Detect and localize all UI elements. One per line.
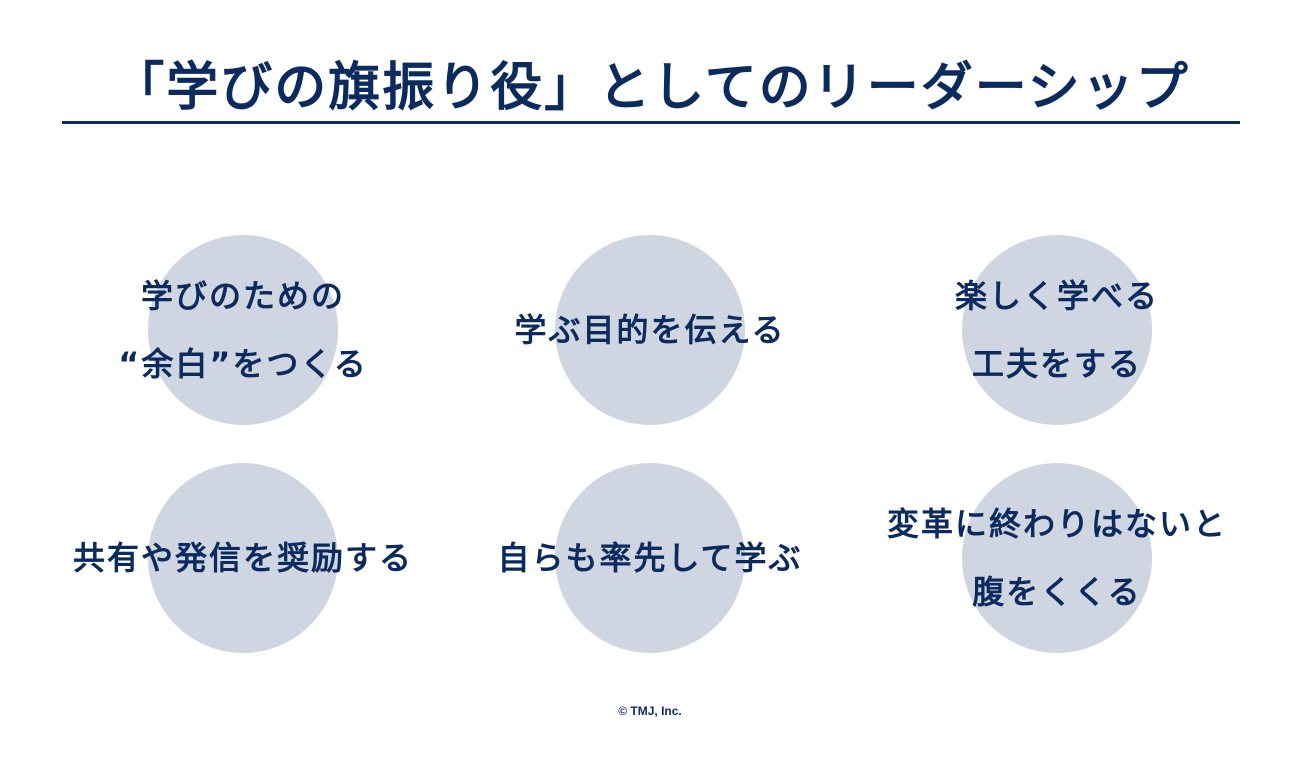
copyright: © TMJ, Inc. bbox=[618, 704, 682, 718]
leadership-item-1: 学びのための “余白”をつくる bbox=[43, 230, 443, 430]
leadership-item-2: 学ぶ目的を伝える bbox=[450, 230, 850, 430]
circle-decoration bbox=[555, 235, 745, 425]
title-underline bbox=[62, 121, 1240, 124]
slide-title: 「学びの旗振り役」としてのリーダーシップ bbox=[112, 58, 1190, 118]
leadership-item-4: 共有や発信を奨励する bbox=[43, 458, 443, 658]
circle-decoration bbox=[962, 235, 1152, 425]
item-label: 学びのための “余白”をつくる bbox=[118, 277, 368, 383]
leadership-item-6: 変革に終わりはないと 腹をくくる bbox=[857, 458, 1257, 658]
item-label: 共有や発信を奨励する bbox=[72, 539, 413, 577]
item-label: 楽しく学べる 工夫をする bbox=[954, 277, 1159, 383]
circle-decoration bbox=[148, 463, 338, 653]
item-label: 自らも率先して学ぶ bbox=[497, 539, 803, 577]
item-label: 学ぶ目的を伝える bbox=[514, 311, 786, 349]
item-label: 変革に終わりはないと 腹をくくる bbox=[886, 505, 1227, 611]
circle-decoration bbox=[962, 463, 1152, 653]
circle-decoration bbox=[148, 235, 338, 425]
leadership-item-5: 自らも率先して学ぶ bbox=[450, 458, 850, 658]
leadership-item-3: 楽しく学べる 工夫をする bbox=[857, 230, 1257, 430]
circle-decoration bbox=[555, 463, 745, 653]
